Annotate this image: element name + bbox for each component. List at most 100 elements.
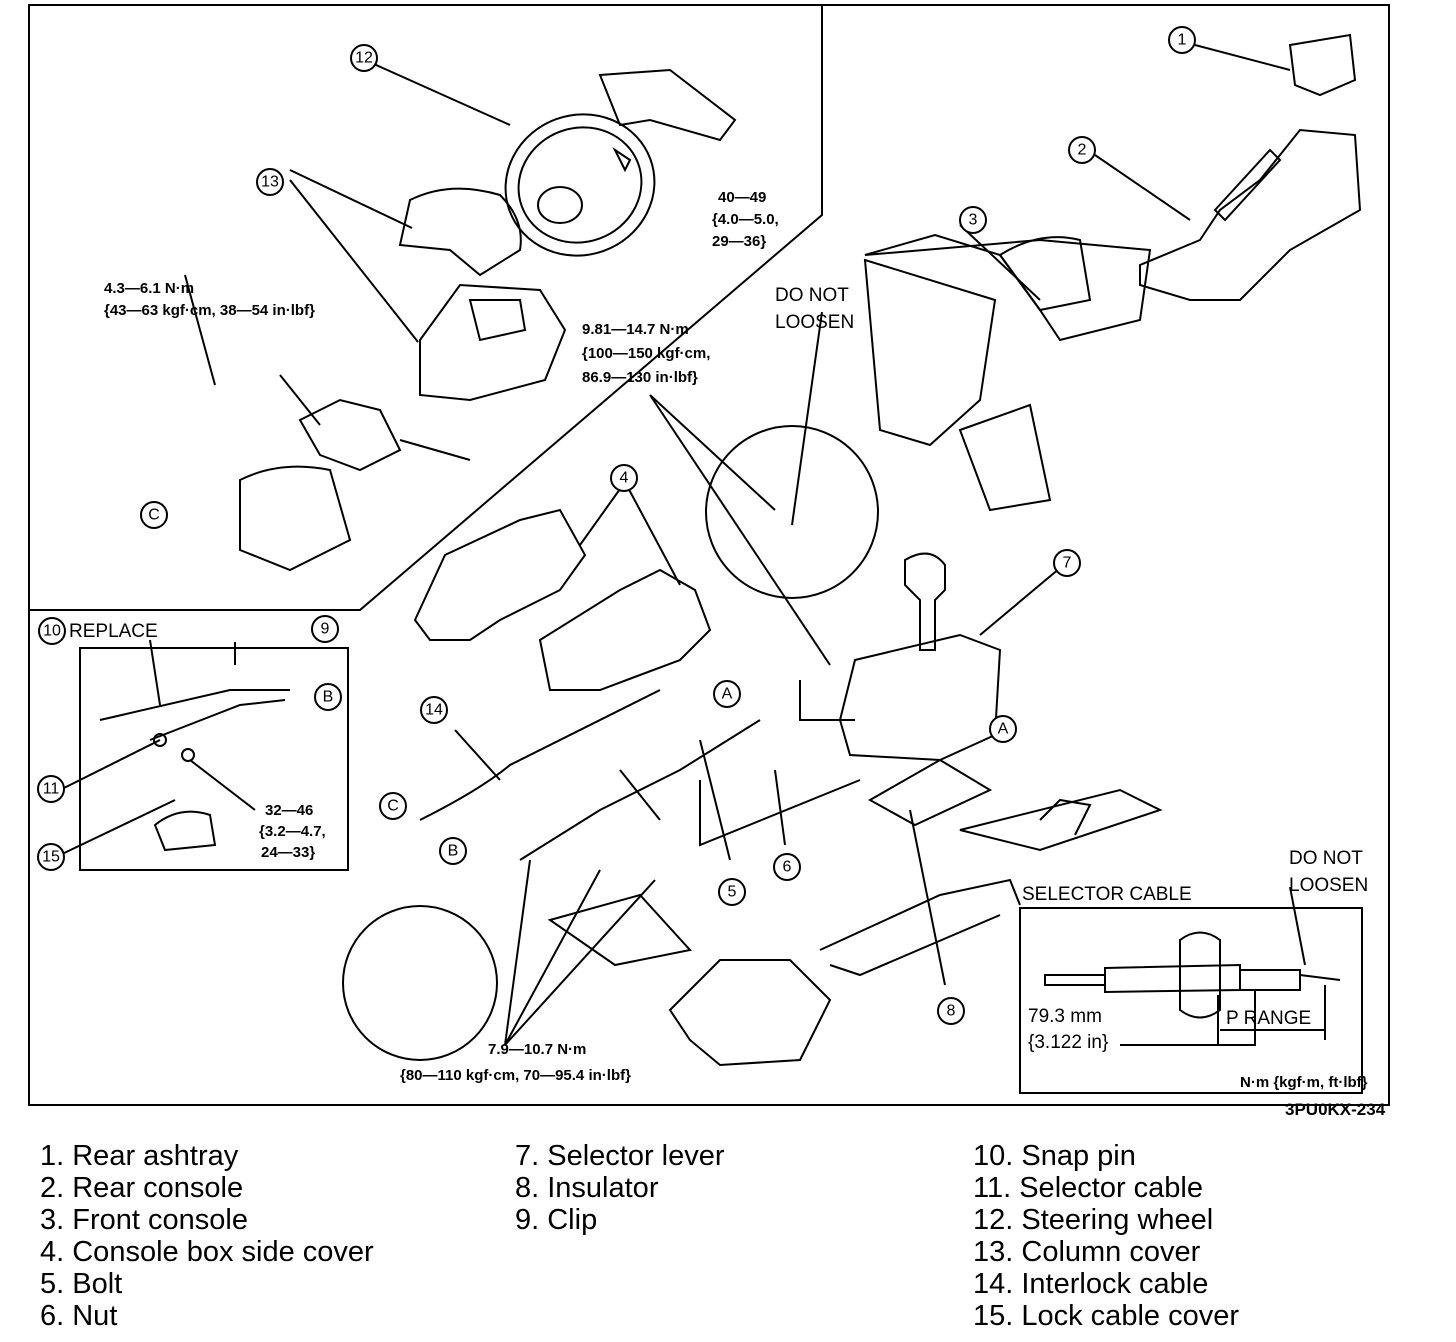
legend-column-3: 10. Snap pin 11. Selector cable 12. Stee… bbox=[973, 1140, 1239, 1332]
front-console-drawing bbox=[863, 233, 1152, 512]
do-not-loosen-right-1: DO NOT bbox=[1289, 848, 1363, 869]
legend-item-11: 11. Selector cable bbox=[973, 1172, 1203, 1204]
callout-6-num: 6 bbox=[783, 859, 792, 876]
legend-item-8: 8. Insulator bbox=[515, 1172, 659, 1204]
letter-a-right bbox=[989, 715, 1017, 743]
callout-15 bbox=[37, 843, 65, 871]
do-not-loosen-top-2: LOOSEN bbox=[775, 312, 854, 333]
diagram-frame bbox=[28, 4, 1390, 1106]
selector-lever-drawing bbox=[838, 552, 1002, 827]
legend-item-12: 12. Steering wheel bbox=[973, 1204, 1214, 1236]
legend-item-1: 1. Rear ashtray bbox=[40, 1140, 239, 1172]
legend-item-10: 10. Snap pin bbox=[973, 1140, 1136, 1172]
legend-item-5: 5. Bolt bbox=[40, 1268, 123, 1300]
callout-10-num: 10 bbox=[43, 623, 61, 640]
letter-c-steering-text: C bbox=[148, 507, 160, 524]
callout-12 bbox=[350, 44, 378, 72]
side-cover-drawing bbox=[413, 508, 712, 691]
callout-1 bbox=[1168, 26, 1196, 54]
callout-2-num: 2 bbox=[1078, 142, 1087, 159]
replace-inset-detail bbox=[99, 689, 290, 852]
letter-a-top-text: A bbox=[722, 686, 733, 703]
do-not-loosen-top-1: DO NOT bbox=[775, 285, 849, 306]
legend-item-14: 14. Interlock cable bbox=[973, 1268, 1209, 1300]
torque-40-3: 29—36} bbox=[712, 233, 766, 250]
callout-13-num: 13 bbox=[261, 174, 279, 191]
selector-cable-detail bbox=[1044, 931, 1341, 1046]
detail-circle-do-not-loosen bbox=[705, 425, 879, 599]
letter-c-steering bbox=[140, 501, 168, 529]
legend-item-7: 7. Selector lever bbox=[515, 1140, 725, 1172]
torque-79-2: {80—110 kgf·cm, 70—95.4 in·lbf} bbox=[400, 1067, 631, 1084]
torque-79-1: 7.9—10.7 N·m bbox=[488, 1041, 586, 1058]
steering-inset-border bbox=[29, 5, 823, 611]
legend-item-9: 9. Clip bbox=[515, 1204, 598, 1236]
legend-item-6: 6. Nut bbox=[40, 1300, 118, 1332]
callout-3 bbox=[959, 206, 987, 234]
legend-item-15: 15. Lock cable cover bbox=[973, 1300, 1239, 1332]
callout-11-num: 11 bbox=[43, 781, 60, 798]
torque-43-2: {43—63 kgf·cm, 38—54 in·lbf} bbox=[104, 302, 315, 319]
combination-switch-drawing bbox=[239, 374, 471, 572]
interlock-cable-drawing bbox=[419, 689, 661, 821]
torque-32-3: 24—33} bbox=[261, 844, 315, 861]
callout-10 bbox=[38, 617, 66, 645]
letter-a-right-text: A bbox=[998, 721, 1009, 738]
callout-14-num: 14 bbox=[425, 702, 443, 719]
callout-4-num: 4 bbox=[620, 470, 629, 487]
floor-pan-drawing bbox=[819, 788, 1163, 977]
torque-981-2: {100—150 kgf·cm, bbox=[582, 345, 710, 362]
letter-b-main-text: B bbox=[448, 843, 459, 860]
letter-b-main bbox=[439, 837, 467, 865]
legend-item-4: 4. Console box side cover bbox=[40, 1236, 374, 1268]
letter-b-inset bbox=[314, 683, 342, 711]
letter-c-main-text: C bbox=[387, 798, 399, 815]
replace-label: REPLACE bbox=[69, 621, 158, 642]
callout-7-num: 7 bbox=[1063, 555, 1072, 572]
detail-circle-bracket bbox=[342, 905, 498, 1061]
callout-8 bbox=[937, 997, 965, 1025]
rear-console-drawing bbox=[1139, 33, 1362, 301]
legend-item-3: 3. Front console bbox=[40, 1204, 248, 1236]
callout-2 bbox=[1068, 136, 1096, 164]
callout-9 bbox=[311, 615, 339, 643]
units-label: N·m {kgf·m, ft·lbf} bbox=[1240, 1074, 1368, 1091]
callout-6 bbox=[773, 853, 801, 881]
letter-b-inset-text: B bbox=[323, 689, 334, 706]
torque-32-1: 32—46 bbox=[265, 802, 313, 819]
letter-a-top bbox=[713, 680, 741, 708]
selector-cable-label: SELECTOR CABLE bbox=[1022, 884, 1192, 905]
callout-15-num: 15 bbox=[42, 849, 60, 866]
legend-item-2: 2. Rear console bbox=[40, 1172, 244, 1204]
torque-40-1: 40—49 bbox=[718, 189, 766, 206]
callout-12-num: 12 bbox=[355, 50, 373, 67]
callout-5-num: 5 bbox=[728, 884, 737, 901]
lower-bracket-drawing bbox=[547, 893, 832, 1067]
figure-code: 3PU0KX-234 bbox=[1285, 1100, 1386, 1119]
leader-lines bbox=[59, 44, 1306, 1046]
selector-cable-drawing bbox=[519, 719, 761, 861]
torque-40-2: {4.0—5.0, bbox=[712, 211, 779, 228]
callout-8-num: 8 bbox=[947, 1003, 956, 1020]
do-not-loosen-right-2: LOOSEN bbox=[1289, 875, 1368, 896]
legend-column-1: 1. Rear ashtray 2. Rear console 3. Front… bbox=[40, 1140, 374, 1332]
callout-5 bbox=[718, 878, 746, 906]
p-range-label: P RANGE bbox=[1226, 1008, 1311, 1029]
callout-14 bbox=[420, 696, 448, 724]
link-lines bbox=[699, 680, 861, 847]
dimension-mm: 79.3 mm bbox=[1028, 1006, 1102, 1027]
callout-11 bbox=[37, 775, 65, 803]
letter-c-main bbox=[379, 792, 407, 820]
torque-981-1: 9.81—14.7 N·m bbox=[582, 321, 689, 338]
torque-43-1: 4.3—6.1 N·m bbox=[104, 280, 194, 297]
callout-13 bbox=[256, 168, 284, 196]
callout-4 bbox=[610, 464, 638, 492]
dimension-in: {3.122 in} bbox=[1028, 1032, 1108, 1053]
replace-inset-box bbox=[79, 647, 349, 871]
torque-981-3: 86.9—130 in·lbf} bbox=[582, 369, 698, 386]
callout-9-num: 9 bbox=[321, 621, 330, 638]
callout-1-num: 1 bbox=[1178, 32, 1187, 49]
callout-3-num: 3 bbox=[969, 212, 978, 229]
selector-cable-inset-box bbox=[1019, 907, 1363, 1094]
